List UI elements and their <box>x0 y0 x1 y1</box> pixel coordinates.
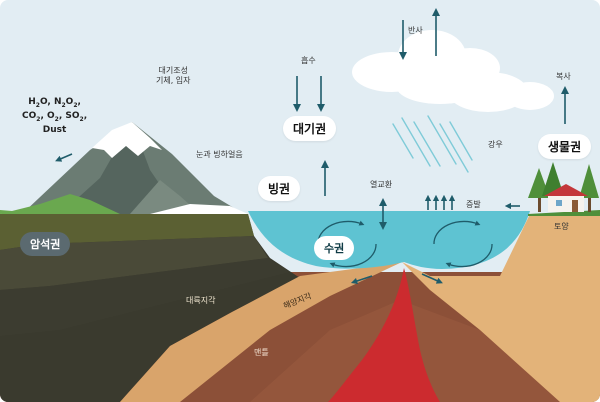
mantle-label: 맨틀 <box>254 348 269 357</box>
house-icon <box>544 184 588 212</box>
soil-label: 토양 <box>554 222 569 231</box>
radiation-label: 복사 <box>556 72 571 81</box>
hydrosphere-pill: 수권 <box>314 236 355 260</box>
soil-ground <box>402 214 600 402</box>
gas-list: H2O, N2O2, CO2, O2, SO2, Dust <box>22 96 87 138</box>
gas-line-1: H2O, N2O2, <box>28 97 81 109</box>
reflection-label: 반사 <box>408 26 423 35</box>
heat-exchange-label: 열교환 <box>370 180 393 189</box>
precipitation-label: 강우 <box>488 140 503 149</box>
biosphere-pill: 생물권 <box>538 134 592 159</box>
rain-streaks <box>392 115 473 173</box>
evaporation-label: 증발 <box>466 200 481 209</box>
snow-ice-label: 눈과 빙하얼음 <box>196 150 243 159</box>
ocean-circulation-right <box>433 220 493 268</box>
absorption-label: 흡수 <box>301 56 316 65</box>
atmosphere-pill: 대기권 <box>283 116 337 141</box>
magma-plume <box>328 268 440 402</box>
cryosphere-pill: 빙권 <box>258 176 301 201</box>
gas-line-3: Dust <box>42 125 67 136</box>
geosphere-pill: 암석권 <box>20 232 71 256</box>
composition-label: 대기조성 기체, 입자 <box>156 66 191 85</box>
continental-crust-label: 대륙지각 <box>186 296 216 305</box>
oceanic-crust <box>120 262 402 402</box>
arrow-icon <box>55 8 569 285</box>
cloud-icon <box>352 30 554 112</box>
gas-line-2: CO2, O2, SO2, <box>22 111 88 123</box>
